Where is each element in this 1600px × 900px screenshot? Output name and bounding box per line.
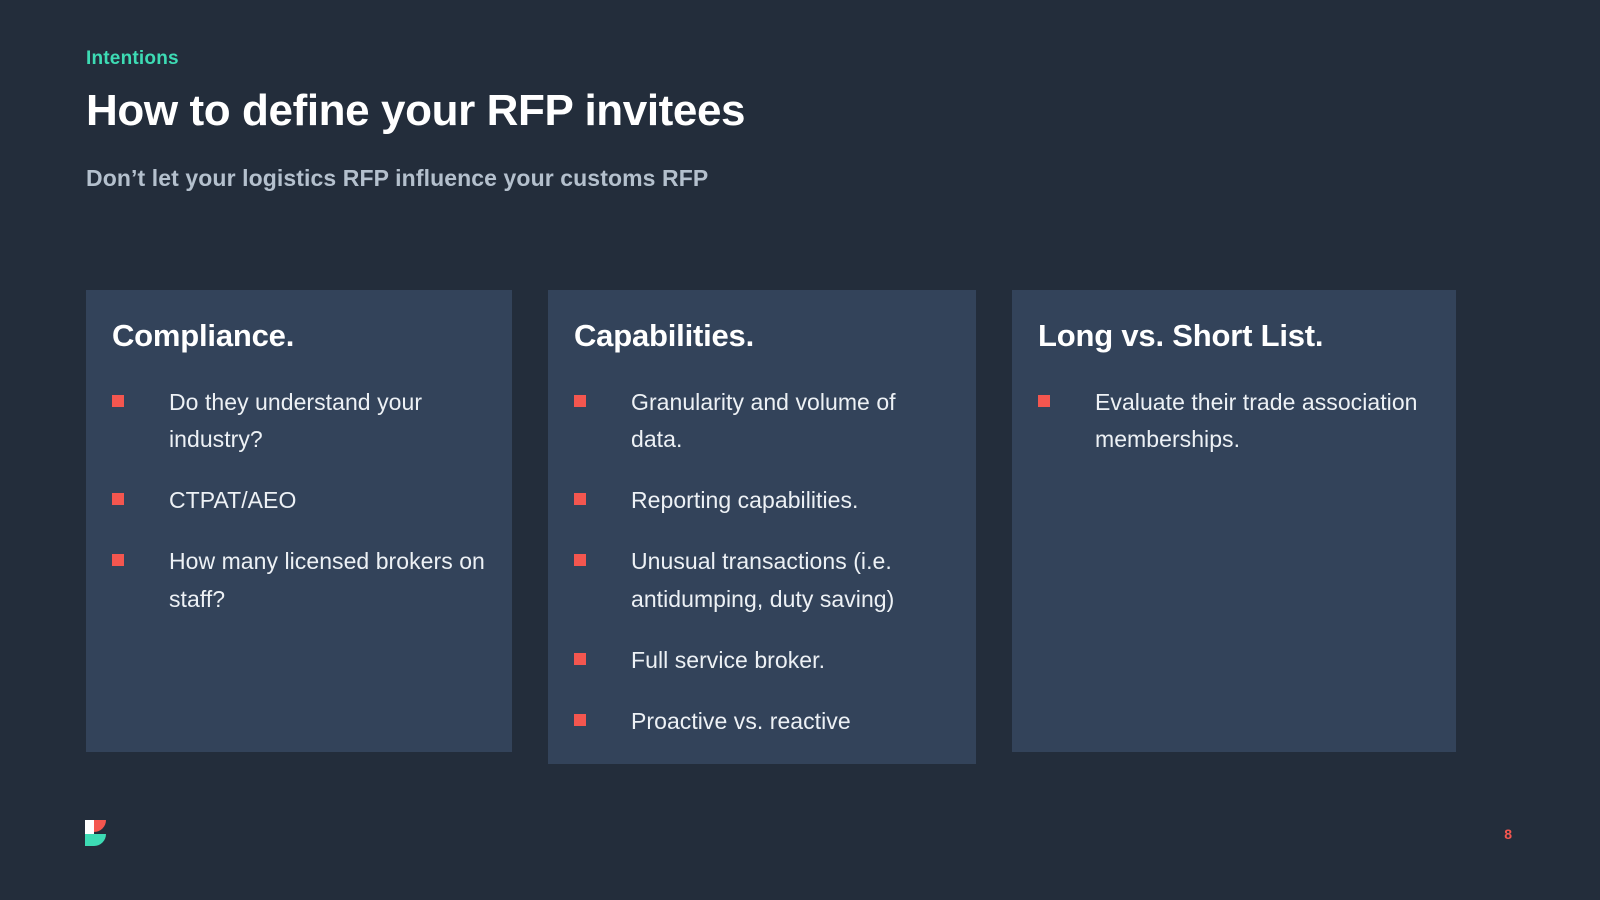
- card-title: Long vs. Short List.: [1038, 318, 1324, 353]
- section-eyebrow-label: Intentions: [86, 48, 179, 69]
- card-compliance: Compliance. Do they understand your indu…: [86, 290, 512, 752]
- bullet-text: Unusual transactions (i.e. antidumping, …: [631, 548, 895, 612]
- bullet-text: How many licensed brokers on staff?: [169, 548, 485, 612]
- square-bullet-icon: [574, 394, 586, 407]
- bullet-text: Reporting capabilities.: [631, 487, 859, 514]
- list-item: Evaluate their trade association members…: [1038, 384, 1430, 459]
- bullet-text: Do they understand your industry?: [169, 388, 423, 452]
- slide-header: Intentions How to define your RFP invite…: [86, 48, 1486, 193]
- list-item: Granularity and volume of data.: [574, 384, 950, 459]
- square-bullet-icon: [112, 493, 124, 506]
- cards-container: Compliance. Do they understand your indu…: [86, 290, 1456, 765]
- bullet-list: Do they understand your industry? CTPAT/…: [112, 384, 486, 618]
- square-bullet-icon: [574, 554, 586, 567]
- page-number: 8: [1504, 826, 1512, 842]
- list-item: How many licensed brokers on staff?: [112, 543, 486, 618]
- square-bullet-icon: [112, 554, 124, 567]
- bullet-text: Proactive vs. reactive: [631, 708, 851, 735]
- square-bullet-icon: [1038, 394, 1050, 407]
- company-logo-icon: [85, 814, 115, 850]
- square-bullet-icon: [574, 493, 586, 506]
- list-item: Unusual transactions (i.e. antidumping, …: [574, 543, 950, 618]
- page-title: How to define your RFP invitees: [86, 85, 746, 135]
- card-long-vs-short-list: Long vs. Short List. Evaluate their trad…: [1012, 290, 1456, 752]
- list-item: Do they understand your industry?: [112, 384, 486, 459]
- bullet-list: Granularity and volume of data. Reportin…: [574, 384, 950, 741]
- card-capabilities: Capabilities. Granularity and volume of …: [548, 290, 976, 765]
- list-item: Full service broker.: [574, 642, 950, 679]
- card-title: Capabilities.: [574, 318, 755, 353]
- list-item: Proactive vs. reactive: [574, 703, 950, 740]
- square-bullet-icon: [574, 714, 586, 727]
- list-item: CTPAT/AEO: [112, 482, 486, 519]
- bullet-text: Granularity and volume of data.: [631, 388, 896, 452]
- bullet-text: CTPAT/AEO: [169, 487, 297, 514]
- bullet-text: Full service broker.: [631, 646, 826, 673]
- square-bullet-icon: [112, 394, 124, 407]
- bullet-text: Evaluate their trade association members…: [1095, 388, 1418, 452]
- square-bullet-icon: [574, 652, 586, 665]
- page-subtitle: Don’t let your logistics RFP influence y…: [86, 165, 709, 192]
- list-item: Reporting capabilities.: [574, 482, 950, 519]
- bullet-list: Evaluate their trade association members…: [1038, 384, 1430, 459]
- card-title: Compliance.: [112, 318, 295, 353]
